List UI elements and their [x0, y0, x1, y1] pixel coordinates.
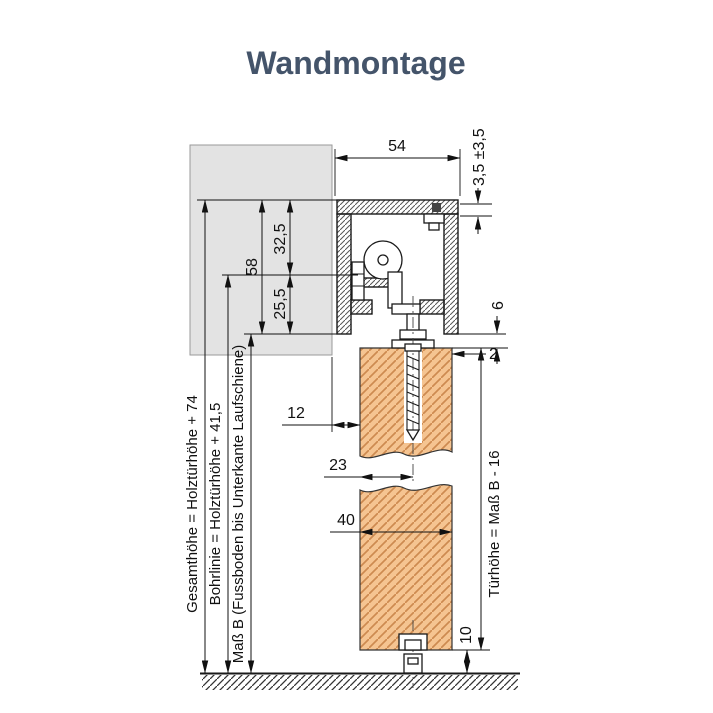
label-tuerhoehe: Türhöhe = Maß B - 16: [486, 450, 503, 597]
page-title: Wandmontage: [246, 45, 465, 81]
track-clip-block: [432, 203, 441, 212]
door-lower-hatch: [359, 484, 453, 651]
track-left-flange: [350, 299, 373, 315]
track-right-flange: [419, 299, 445, 315]
dim-height-adjust: 3,5 ±3,5: [471, 128, 488, 186]
dim-track-height: 58: [244, 258, 261, 276]
guide-insert: [404, 639, 422, 651]
dim-side-offset: 2: [489, 346, 498, 363]
screw-tip: [405, 429, 421, 442]
dim-upper-part: 32,5: [272, 223, 289, 254]
dim-floor-gap: 10: [458, 626, 475, 644]
dim-lower-part: 25,5: [272, 288, 289, 319]
track-clip: [423, 213, 445, 224]
floor-guide: [398, 633, 428, 674]
track-right-wall: [443, 213, 459, 335]
roller-trolley: [363, 240, 435, 349]
label-bohrlinie: Bohrlinie = Holztürhöhe + 41,5: [207, 403, 224, 606]
label-gesamthoehe: Gesamthöhe = Holztürhöhe + 74: [184, 395, 201, 613]
dim-track-width: 54: [388, 138, 406, 155]
dimensions: 54 3,5 ±3,5 58 32,5 25,5 Gesamthöhe = Ho…: [184, 128, 508, 674]
roller-axle: [377, 254, 389, 266]
track-clip-lip: [428, 222, 440, 231]
dim-top-gap: 6: [490, 301, 507, 310]
track-left-wall: [336, 213, 352, 335]
trolley-foot: [391, 303, 421, 315]
hanger-nut: [399, 329, 427, 340]
wood-screw: [404, 343, 422, 442]
track-profile: [336, 199, 459, 335]
wall-fixing-screw: [351, 261, 365, 301]
dim-door-thickness: 40: [337, 512, 355, 529]
trolley-bracket: [387, 271, 403, 309]
wall-section: [189, 144, 333, 356]
floor: [200, 672, 520, 690]
dim-door-to-axis: 23: [329, 457, 347, 474]
dim-wall-to-door: 12: [287, 405, 305, 422]
guide-bolt: [407, 657, 419, 665]
floor-hatch: [202, 675, 518, 690]
track-top-plate: [336, 199, 459, 215]
screw-head: [404, 343, 422, 352]
door-panel-lower: [359, 484, 453, 651]
label-mass-b: Maß B (Fussboden bis Unterkante Laufschi…: [230, 345, 247, 664]
